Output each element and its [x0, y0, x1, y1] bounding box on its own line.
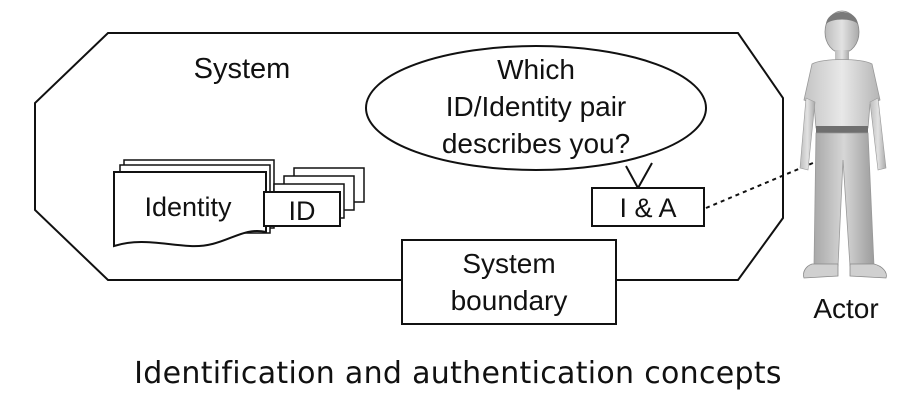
ia-label: I & A — [619, 193, 676, 223]
speech-bubble-line2: ID/Identity pair — [446, 91, 627, 122]
system-boundary-box: System boundary — [401, 239, 617, 325]
id-card-stack: ID — [263, 167, 365, 227]
actor-figure — [799, 10, 887, 279]
boundary-label-line2: boundary — [451, 285, 568, 316]
identity-document-stack: Identity — [113, 159, 275, 248]
actor-label: Actor — [813, 293, 878, 324]
boundary-label-line1: System — [462, 248, 555, 279]
ia-box: I & A — [591, 187, 705, 227]
speech-bubble-line1: Which — [497, 54, 575, 85]
system-label: System — [194, 53, 291, 85]
speech-bubble-line3: describes you? — [442, 128, 630, 159]
identity-label: Identity — [144, 192, 232, 222]
speech-bubble: Which ID/Identity pair describes you? — [365, 45, 707, 191]
id-label: ID — [289, 196, 316, 226]
diagram-caption: Identification and authentication concep… — [134, 356, 782, 391]
